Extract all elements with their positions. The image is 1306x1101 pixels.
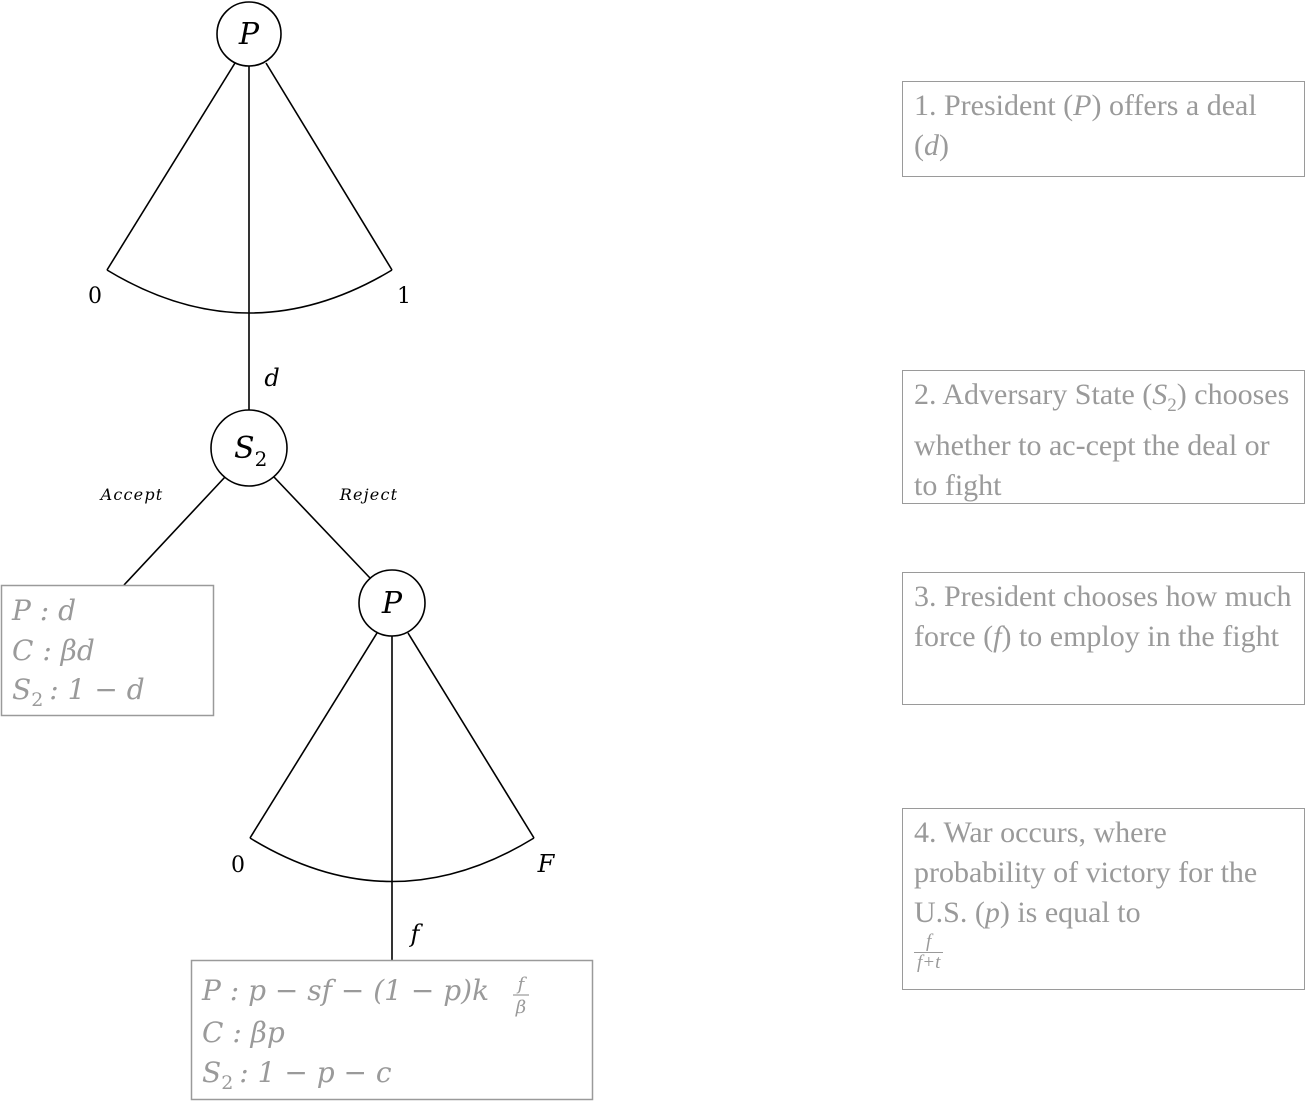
- step-1-box: 1. President (P) offers a deal (d): [902, 81, 1305, 177]
- force-range-left: 0: [231, 853, 245, 878]
- step-2-box: 2. Adversary State (S2) chooses whether …: [902, 370, 1305, 504]
- step-4-text-a: 4. War occurs, where probability of vict…: [914, 816, 1258, 929]
- step-1-text-a: 1. President (: [914, 89, 1074, 122]
- step-1-text-c: ): [939, 129, 949, 162]
- step-1-text-b: ) offers a deal (: [914, 89, 1257, 162]
- war-payoff-frac-den: β: [515, 997, 526, 1018]
- force-choice-fan: [249, 632, 535, 960]
- accept-payoff-s2: S2: 1 − d: [12, 673, 145, 711]
- step-3-box: 3. President chooses how much force (f) …: [902, 572, 1305, 705]
- force-edge-label: f: [409, 920, 424, 948]
- step-4-box: 4. War occurs, where probability of vict…: [902, 808, 1305, 990]
- war-payoff-box: [190, 959, 594, 1101]
- step-4-text-b: ) is equal to: [999, 896, 1141, 929]
- force-range-right: F: [537, 850, 556, 878]
- accept-payoff-congress: C : βd: [12, 634, 95, 667]
- step-3-text-b: ) to employ in the fight: [1001, 620, 1279, 653]
- s2-node-label: S2: [234, 431, 267, 471]
- s2-branches: [123, 476, 371, 586]
- war-payoff-text: P : p − sf − (1 − p)k f β C : βp S2: 1 −…: [201, 974, 529, 1094]
- step-2-text-b: ) chooses whether to ac-cept the deal or…: [914, 378, 1290, 502]
- accept-payoff-president: P : d: [11, 594, 76, 627]
- step-4-var: p: [984, 896, 1000, 929]
- step-1-var: P: [1073, 89, 1092, 122]
- root-node-circle: [216, 1, 282, 67]
- step-1-var2: d: [924, 129, 939, 162]
- root-range-right: 1: [397, 284, 411, 309]
- accept-branch-label: Accept: [99, 485, 164, 504]
- root-choice-fan: [106, 62, 393, 410]
- deal-edge-label: d: [264, 364, 279, 392]
- step-2-text-a: 2. Adversary State (: [914, 378, 1153, 411]
- president-force-node-label: P: [381, 586, 403, 621]
- s2-node-circle: [210, 409, 288, 487]
- president-force-node-circle: [358, 569, 426, 637]
- reject-branch-label: Reject: [339, 485, 399, 504]
- war-payoff-president: P : p − sf − (1 − p)k: [201, 974, 489, 1007]
- step-2-var: S2: [1152, 378, 1177, 416]
- step-3-text-a: 3. President chooses how much force (: [914, 580, 1292, 653]
- root-range-left: 0: [88, 284, 102, 309]
- war-payoff-congress: C : βp: [202, 1016, 285, 1049]
- war-payoff-s2: S2: 1 − p − c: [202, 1056, 392, 1094]
- root-node-label: P: [238, 17, 260, 52]
- accept-payoff-text: P : d C : βd S2: 1 − d: [11, 594, 145, 711]
- accept-payoff-box: [0, 584, 215, 717]
- step-3-var: f: [993, 620, 1002, 653]
